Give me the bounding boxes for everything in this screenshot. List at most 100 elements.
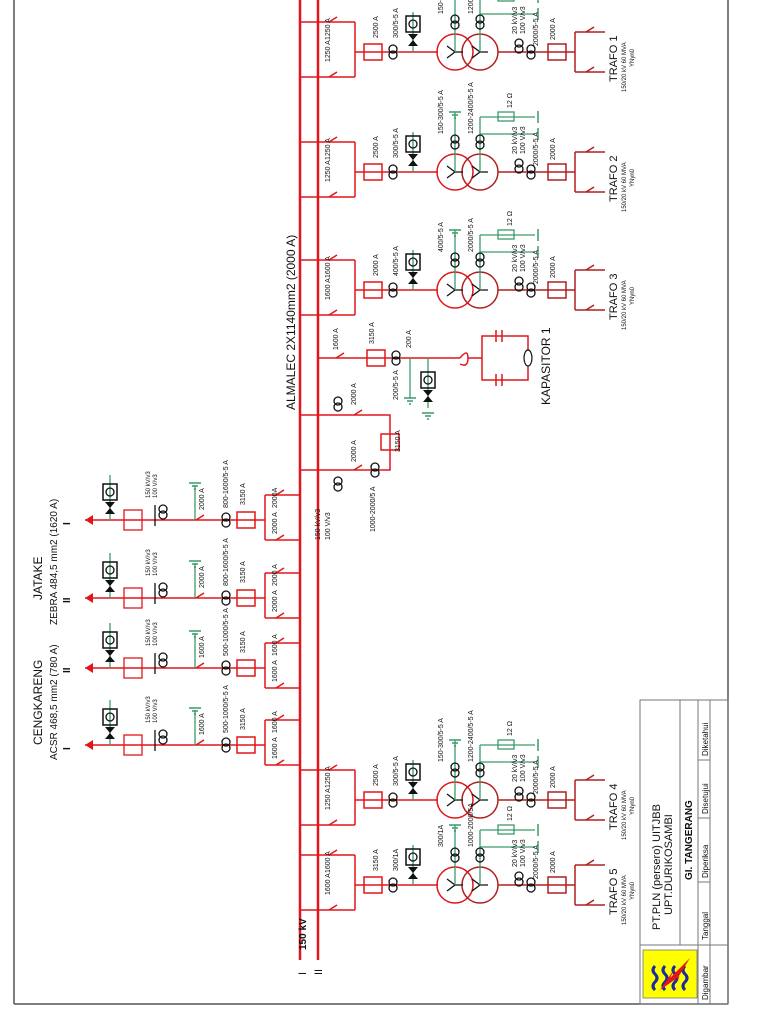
- current-transformer-coil-icon: [221, 596, 231, 606]
- circuit-breaker-icon[interactable]: [547, 163, 567, 181]
- circuit-breaker-icon[interactable]: [363, 281, 383, 299]
- current-transformer-coil-icon: [391, 356, 401, 366]
- disconnector-icon[interactable]: [275, 567, 285, 574]
- transformer-rating: 150/20 kV 60 MVA: [622, 42, 628, 92]
- neutral-ct-icon: [475, 14, 485, 24]
- disconnector-icon[interactable]: [328, 71, 338, 78]
- breaker-rating: 3150 A: [240, 708, 247, 730]
- line-group-conductor-jatake: ZEBRA 484,5 mm2 (1620 A): [49, 499, 60, 625]
- disconnector-icon[interactable]: [353, 409, 363, 416]
- neutral-ct-icon: [475, 762, 485, 772]
- breaker-rating: 3150 A: [240, 561, 247, 583]
- current-transformer-coil-icon: [388, 50, 398, 60]
- circuit-breaker-icon[interactable]: [363, 876, 383, 894]
- disconnector-icon[interactable]: [328, 819, 338, 826]
- disconnector-icon[interactable]: [275, 612, 285, 619]
- disconnector-icon[interactable]: [328, 191, 338, 198]
- disconnector-icon[interactable]: [585, 264, 595, 271]
- disconnector-icon[interactable]: [335, 352, 345, 359]
- neutral-ct-ratio: 2000/5-5 A: [468, 218, 475, 252]
- circuit-breaker-icon[interactable]: [236, 659, 256, 677]
- disconnector-icon[interactable]: [585, 774, 595, 781]
- disconnector-icon[interactable]: [328, 136, 338, 143]
- circuit-breaker-icon[interactable]: [236, 589, 256, 607]
- ct-ratio: 800-1600/5-5 A: [223, 538, 230, 586]
- line-vt-ratio-bottom: 100 V/v3: [153, 699, 159, 723]
- disconnector-icon[interactable]: [195, 662, 205, 669]
- pln-logo: [642, 949, 698, 999]
- disconnector-icon[interactable]: [353, 464, 363, 471]
- circuit-breaker-icon[interactable]: [547, 791, 567, 809]
- title-field-diketahui: Diketahui: [701, 722, 710, 756]
- circuit-breaker-icon[interactable]: [363, 43, 383, 61]
- line-vt-ratio-top: 150 kV/v3: [146, 549, 152, 576]
- neutral-ct-ratio: 150-300/5-5 A: [438, 718, 445, 762]
- surge-arrester-icon: [405, 848, 421, 866]
- circuit-breaker-icon[interactable]: [547, 43, 567, 61]
- breaker-rating: 2500 A: [373, 764, 380, 786]
- disconnector-icon[interactable]: [195, 739, 205, 746]
- disconnector-icon[interactable]: [328, 254, 338, 261]
- disconnector-icon[interactable]: [328, 309, 338, 316]
- circuit-breaker-icon[interactable]: [366, 349, 386, 367]
- disconnector-icon[interactable]: [275, 682, 285, 689]
- title-company: PT.PLN (persero) UITJBB: [651, 804, 663, 930]
- circuit-breaker-icon[interactable]: [236, 511, 256, 529]
- transformer-rating: 150/20 kV 60 MVA: [622, 162, 628, 212]
- disconnector-icon[interactable]: [275, 759, 285, 766]
- disconnector-icon[interactable]: [328, 849, 338, 856]
- disconnector-icon[interactable]: [195, 514, 205, 521]
- neutral-ct-ratio: 300/1A: [438, 824, 445, 847]
- lv-breaker-rating: 2000 A: [550, 851, 557, 873]
- neutral-ct-ratio: 150-300/5-5 A: [438, 0, 445, 14]
- disconnector-icon[interactable]: [275, 714, 285, 721]
- disconnector-icon[interactable]: [275, 534, 285, 541]
- ground-icon: [422, 412, 434, 420]
- disconnector-icon[interactable]: [328, 16, 338, 23]
- current-transformer-coil-icon: [158, 658, 168, 668]
- ground-icon: [449, 824, 461, 832]
- arrester-gap-icon: [105, 502, 115, 514]
- disconnector-icon[interactable]: [328, 764, 338, 771]
- disconnector-icon[interactable]: [195, 592, 205, 599]
- neutral-ct-icon: [475, 847, 485, 857]
- surge-arrester-icon: [405, 763, 421, 781]
- resistor-value: 12 Ω: [507, 721, 514, 736]
- ct-ratio: 800-1600/5-5 A: [223, 460, 230, 508]
- current-transformer-icon: [221, 512, 231, 522]
- disconnector-icon[interactable]: [328, 904, 338, 911]
- surge-arrester-icon: [420, 371, 436, 389]
- disconnector-icon[interactable]: [585, 26, 595, 33]
- circuit-breaker-icon[interactable]: [380, 433, 400, 451]
- ground-icon: [449, 739, 461, 747]
- circuit-breaker-icon[interactable]: [363, 791, 383, 809]
- neutral-ct-ratio: 1000-2000/5A: [468, 803, 475, 847]
- transformer-vector-group: YNyn0: [630, 881, 636, 900]
- disconnector-icon[interactable]: [585, 304, 595, 311]
- disconnector-icon[interactable]: [275, 489, 285, 496]
- disconnector-icon[interactable]: [585, 186, 595, 193]
- neutral-ct-ratio: 1200-2400/5-5 A: [468, 710, 475, 762]
- circuit-breaker-icon[interactable]: [547, 281, 567, 299]
- disconnector-icon[interactable]: [585, 146, 595, 153]
- disconnector-icon[interactable]: [275, 637, 285, 644]
- earth-switch-rating: 2000 A: [199, 488, 206, 510]
- current-transformer-coil-icon: [514, 877, 524, 887]
- earth-switch-rating: 1600 A: [199, 713, 206, 735]
- lv-ct-icon: [526, 282, 536, 292]
- disconnector-icon[interactable]: [585, 859, 595, 866]
- earth-switch-rating: 2000 A: [199, 566, 206, 588]
- breaker-rating: 3150 A: [369, 322, 376, 344]
- ct-ratio: 1000-2000/5 A: [370, 486, 377, 532]
- circuit-breaker-icon[interactable]: [547, 876, 567, 894]
- current-transformer-coil-icon: [514, 164, 524, 174]
- circuit-breaker-icon[interactable]: [236, 736, 256, 754]
- disconnector-icon[interactable]: [585, 66, 595, 73]
- disconnector-icon[interactable]: [585, 814, 595, 821]
- circuit-breaker-icon[interactable]: [363, 163, 383, 181]
- disconnector-icon[interactable]: [585, 899, 595, 906]
- vt-ratio-bottom: 100 V/v3: [520, 6, 527, 34]
